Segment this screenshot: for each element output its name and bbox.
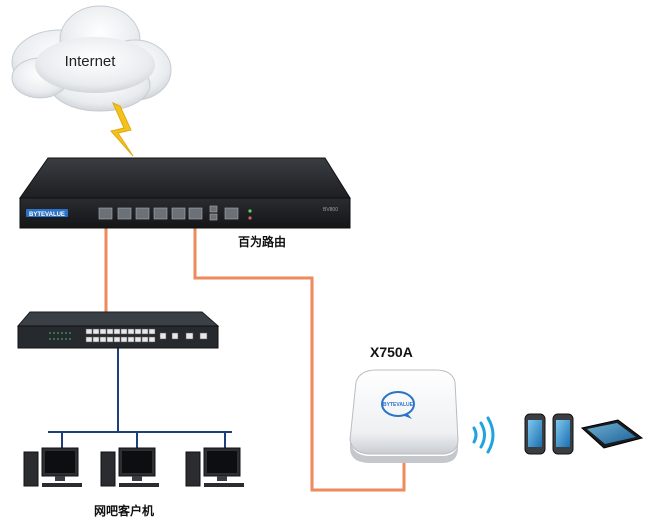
router-icon (19, 157, 351, 229)
access-point-brand-label: BYTEVALUE (383, 402, 414, 408)
access-point-icon (349, 369, 459, 463)
router-brand-label: BYTEVALUE (29, 212, 65, 218)
clients-label: 网吧客户机 (94, 503, 154, 518)
wifi-signal-icon (472, 416, 495, 454)
tablet-icon (580, 419, 644, 449)
cables (48, 218, 406, 492)
desktop-pc-icon (185, 447, 244, 487)
phone-icon (552, 413, 574, 455)
access-point-label: X750A (370, 344, 413, 360)
phone-icon (524, 413, 546, 455)
internet-label: Internet (65, 53, 117, 70)
router-label: 百为路由 (238, 234, 286, 249)
desktop-pc-icon (23, 447, 82, 487)
desktop-pc-icon (100, 447, 159, 487)
cloud-icon (11, 5, 172, 112)
lightning-icon (110, 102, 134, 157)
router-model-label: BV800 (323, 207, 338, 213)
switch-icon (16, 311, 220, 349)
